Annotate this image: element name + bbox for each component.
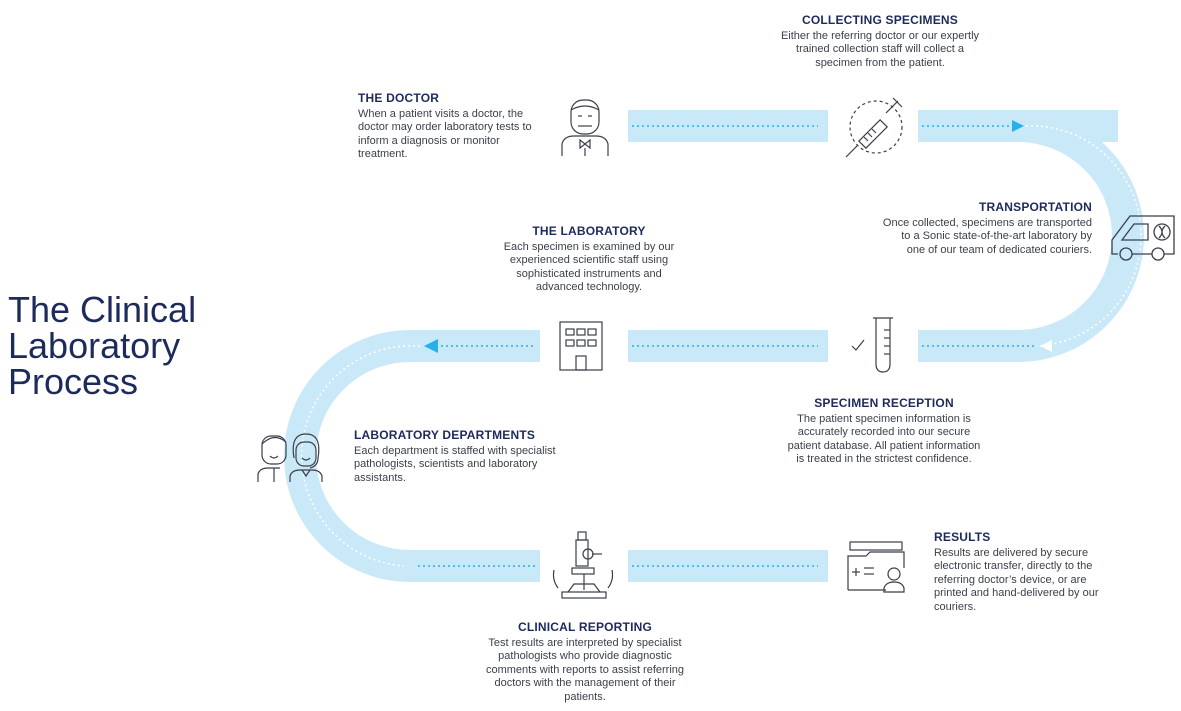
step-description: Test results are interpreted by speciali…: [485, 637, 685, 703]
step-description: The patient specimen information is accu…: [787, 413, 981, 466]
step-title: COLLECTING SPECIMENS: [801, 13, 958, 27]
step-title: RESULTS: [934, 530, 991, 544]
van-icon: [1108, 210, 1180, 266]
test-tube-icon: [846, 312, 898, 376]
band-curve: [1017, 110, 1144, 362]
step-title: SPECIMEN RECEPTION: [814, 396, 954, 410]
step-title: THE DOCTOR: [358, 91, 440, 105]
page-title: The Clinical Laboratory Process: [8, 289, 197, 402]
step-description: Each specimen is examined by our experie…: [503, 241, 675, 294]
step-results: RESULTS Results are delivered by secure …: [934, 530, 1120, 614]
syringe-icon: [840, 93, 912, 161]
doctor-icon: [560, 96, 610, 158]
flow-arrow: [424, 339, 438, 353]
building-icon: [556, 318, 606, 372]
step-title: CLINICAL REPORTING: [517, 620, 653, 634]
step-transportation: TRANSPORTATION Once collected, specimens…: [882, 200, 1092, 257]
step-description: Each department is staffed with speciali…: [354, 445, 556, 484]
step-laboratory-departments: LABORATORY DEPARTMENTS Each department i…: [354, 428, 568, 485]
step-title: TRANSPORTATION: [978, 200, 1092, 214]
step-clinical-reporting: CLINICAL REPORTING Test results are inte…: [478, 620, 692, 704]
step-title: THE LABORATORY: [532, 224, 646, 238]
step-description: Either the referring doctor or our exper…: [780, 30, 980, 69]
step-the-laboratory: THE LABORATORY Each specimen is examined…: [494, 224, 684, 295]
results-folder-icon: [846, 538, 910, 596]
step-title: LABORATORY DEPARTMENTS: [354, 428, 536, 442]
flow-arrow: [1040, 340, 1052, 352]
staff-icon: [256, 428, 328, 484]
step-the-doctor: THE DOCTOR When a patient visits a docto…: [358, 91, 546, 162]
step-description: Results are delivered by secure electron…: [934, 547, 1099, 613]
flow-arrow: [212, 559, 226, 573]
step-description: Once collected, specimens are transporte…: [882, 217, 1092, 256]
step-collecting-specimens: COLLECTING SPECIMENS Either the referrin…: [772, 13, 988, 70]
step-description: When a patient visits a doctor, the doct…: [358, 108, 532, 161]
step-specimen-reception: SPECIMEN RECEPTION The patient specimen …: [784, 396, 984, 467]
microscope-icon: [548, 530, 620, 604]
flow-arrow: [1012, 120, 1024, 132]
